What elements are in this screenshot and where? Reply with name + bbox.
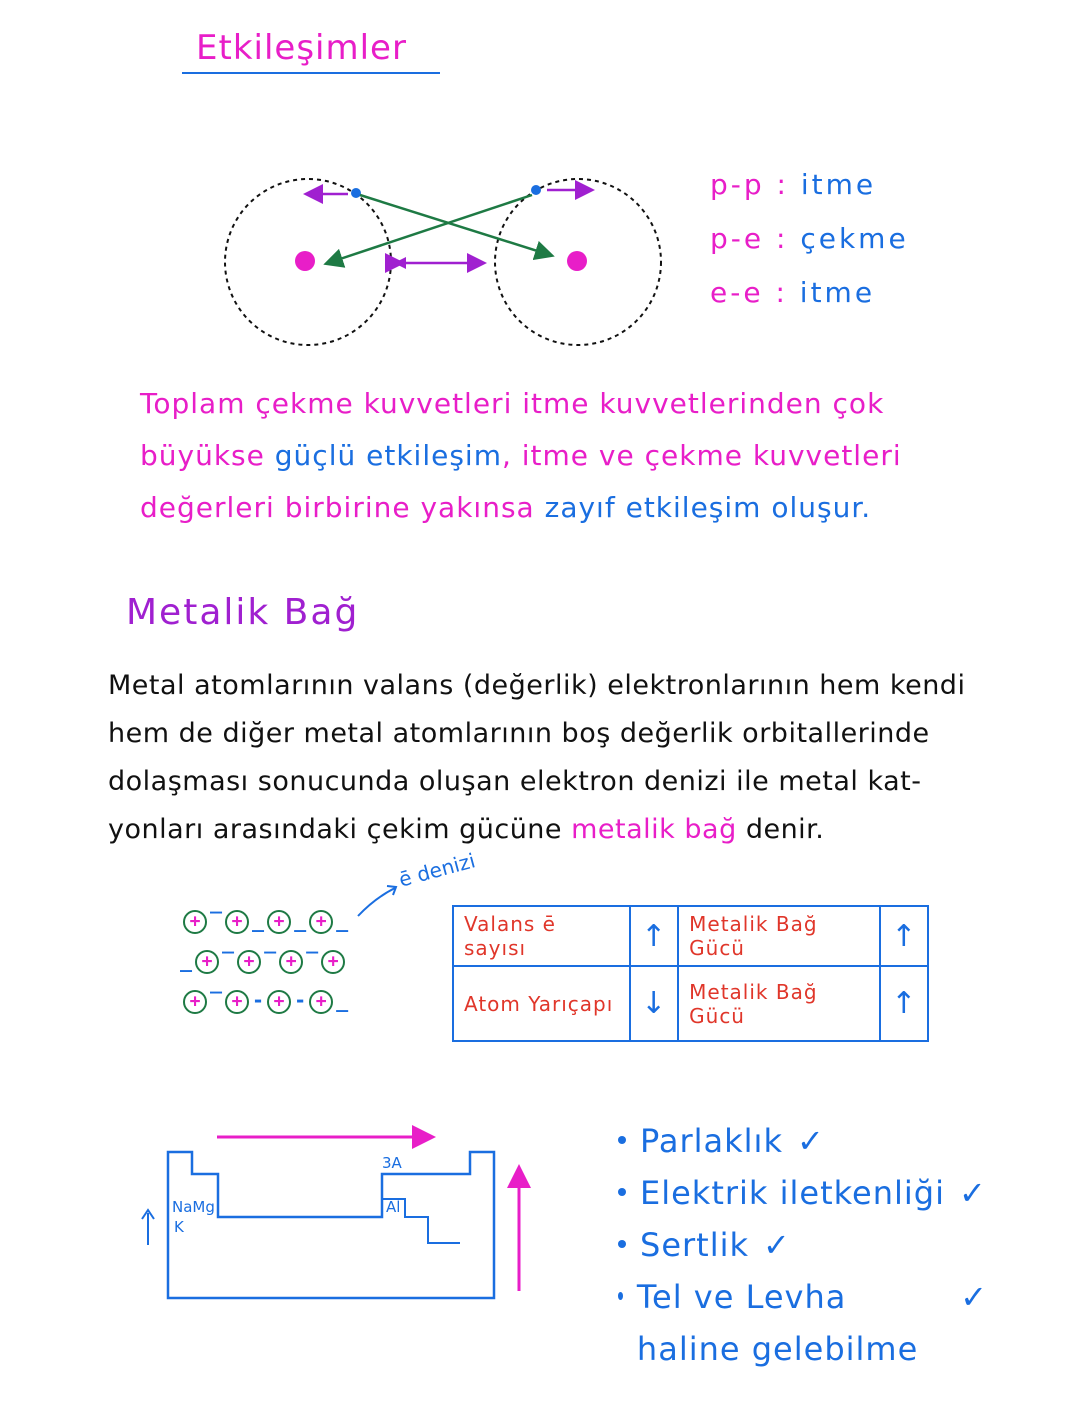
metallic-bond-factors-table: Valans ē sayısı ↑ Metalik Bağ Gücü ↑ Ato…: [452, 905, 930, 1042]
table-row: Atom Yarıçapı ↓ Metalik Bağ Gücü ↑: [452, 965, 930, 1042]
right-nucleus: [567, 251, 587, 271]
metal-properties-list: Parlaklık✓ Elektrik iletkenliği✓ Sertlik…: [618, 1115, 988, 1375]
list-item: Tel ve Levha haline gelebilme✓: [618, 1271, 988, 1375]
left-electron: [351, 188, 361, 198]
bullet-icon: [618, 1188, 626, 1196]
title-underline: [182, 72, 440, 74]
group-3a-label: 3A: [382, 1154, 402, 1172]
electron-sea-pointer-arrow: [357, 885, 398, 917]
table-row: Valans ē sayısı ↑ Metalik Bağ Gücü ↑: [452, 905, 930, 967]
atom-interaction-diagram: [224, 178, 662, 346]
periodic-table-sketch: [141, 1125, 531, 1300]
electron-sea-label: ē denizi: [396, 848, 478, 892]
bullet-icon: [618, 1136, 626, 1144]
right-orbit: [494, 178, 662, 346]
list-item: Parlaklık✓: [618, 1115, 988, 1167]
k-label: K: [174, 1218, 184, 1236]
interaction-paragraph: Toplam çekme kuvvetleri itme kuvvetlerin…: [140, 387, 902, 524]
legend-pp: p-p : itme: [710, 168, 877, 201]
arrow-up-icon: ↑: [879, 905, 930, 967]
al-label: Al: [386, 1198, 401, 1216]
bullet-icon: [618, 1240, 626, 1248]
legend-pe: p-e : çekme: [710, 222, 909, 255]
namg-label: NaMg: [172, 1198, 215, 1216]
checkmark-icon: ✓: [958, 1174, 987, 1212]
left-nucleus: [295, 251, 315, 271]
right-electron: [531, 185, 541, 195]
arrow-down-icon: ↓: [628, 965, 680, 1042]
checkmark-icon: ✓: [763, 1226, 791, 1264]
metallic-bond-definition: Metal atomlarının valans (değerlik) elek…: [108, 670, 966, 845]
list-item: Sertlik✓: [618, 1219, 988, 1271]
section-title-metalik-bag: Metalik Bağ: [126, 592, 360, 633]
arrow-up-icon: ↑: [628, 905, 680, 967]
checkmark-icon: ✓: [960, 1278, 988, 1316]
checkmark-icon: ✓: [796, 1122, 825, 1160]
arrow-up-icon: ↑: [879, 965, 930, 1042]
bullet-icon: [618, 1292, 623, 1300]
electron-sea-lattice: +‾+_+_+_ _+‾+‾+‾+ +‾+-+-+_: [180, 908, 349, 1014]
list-item: Elektrik iletkenliği✓: [618, 1167, 988, 1219]
legend-ee: e-e : itme: [710, 276, 876, 309]
section-title-etkilesimler: Etkileşimler: [196, 28, 407, 68]
